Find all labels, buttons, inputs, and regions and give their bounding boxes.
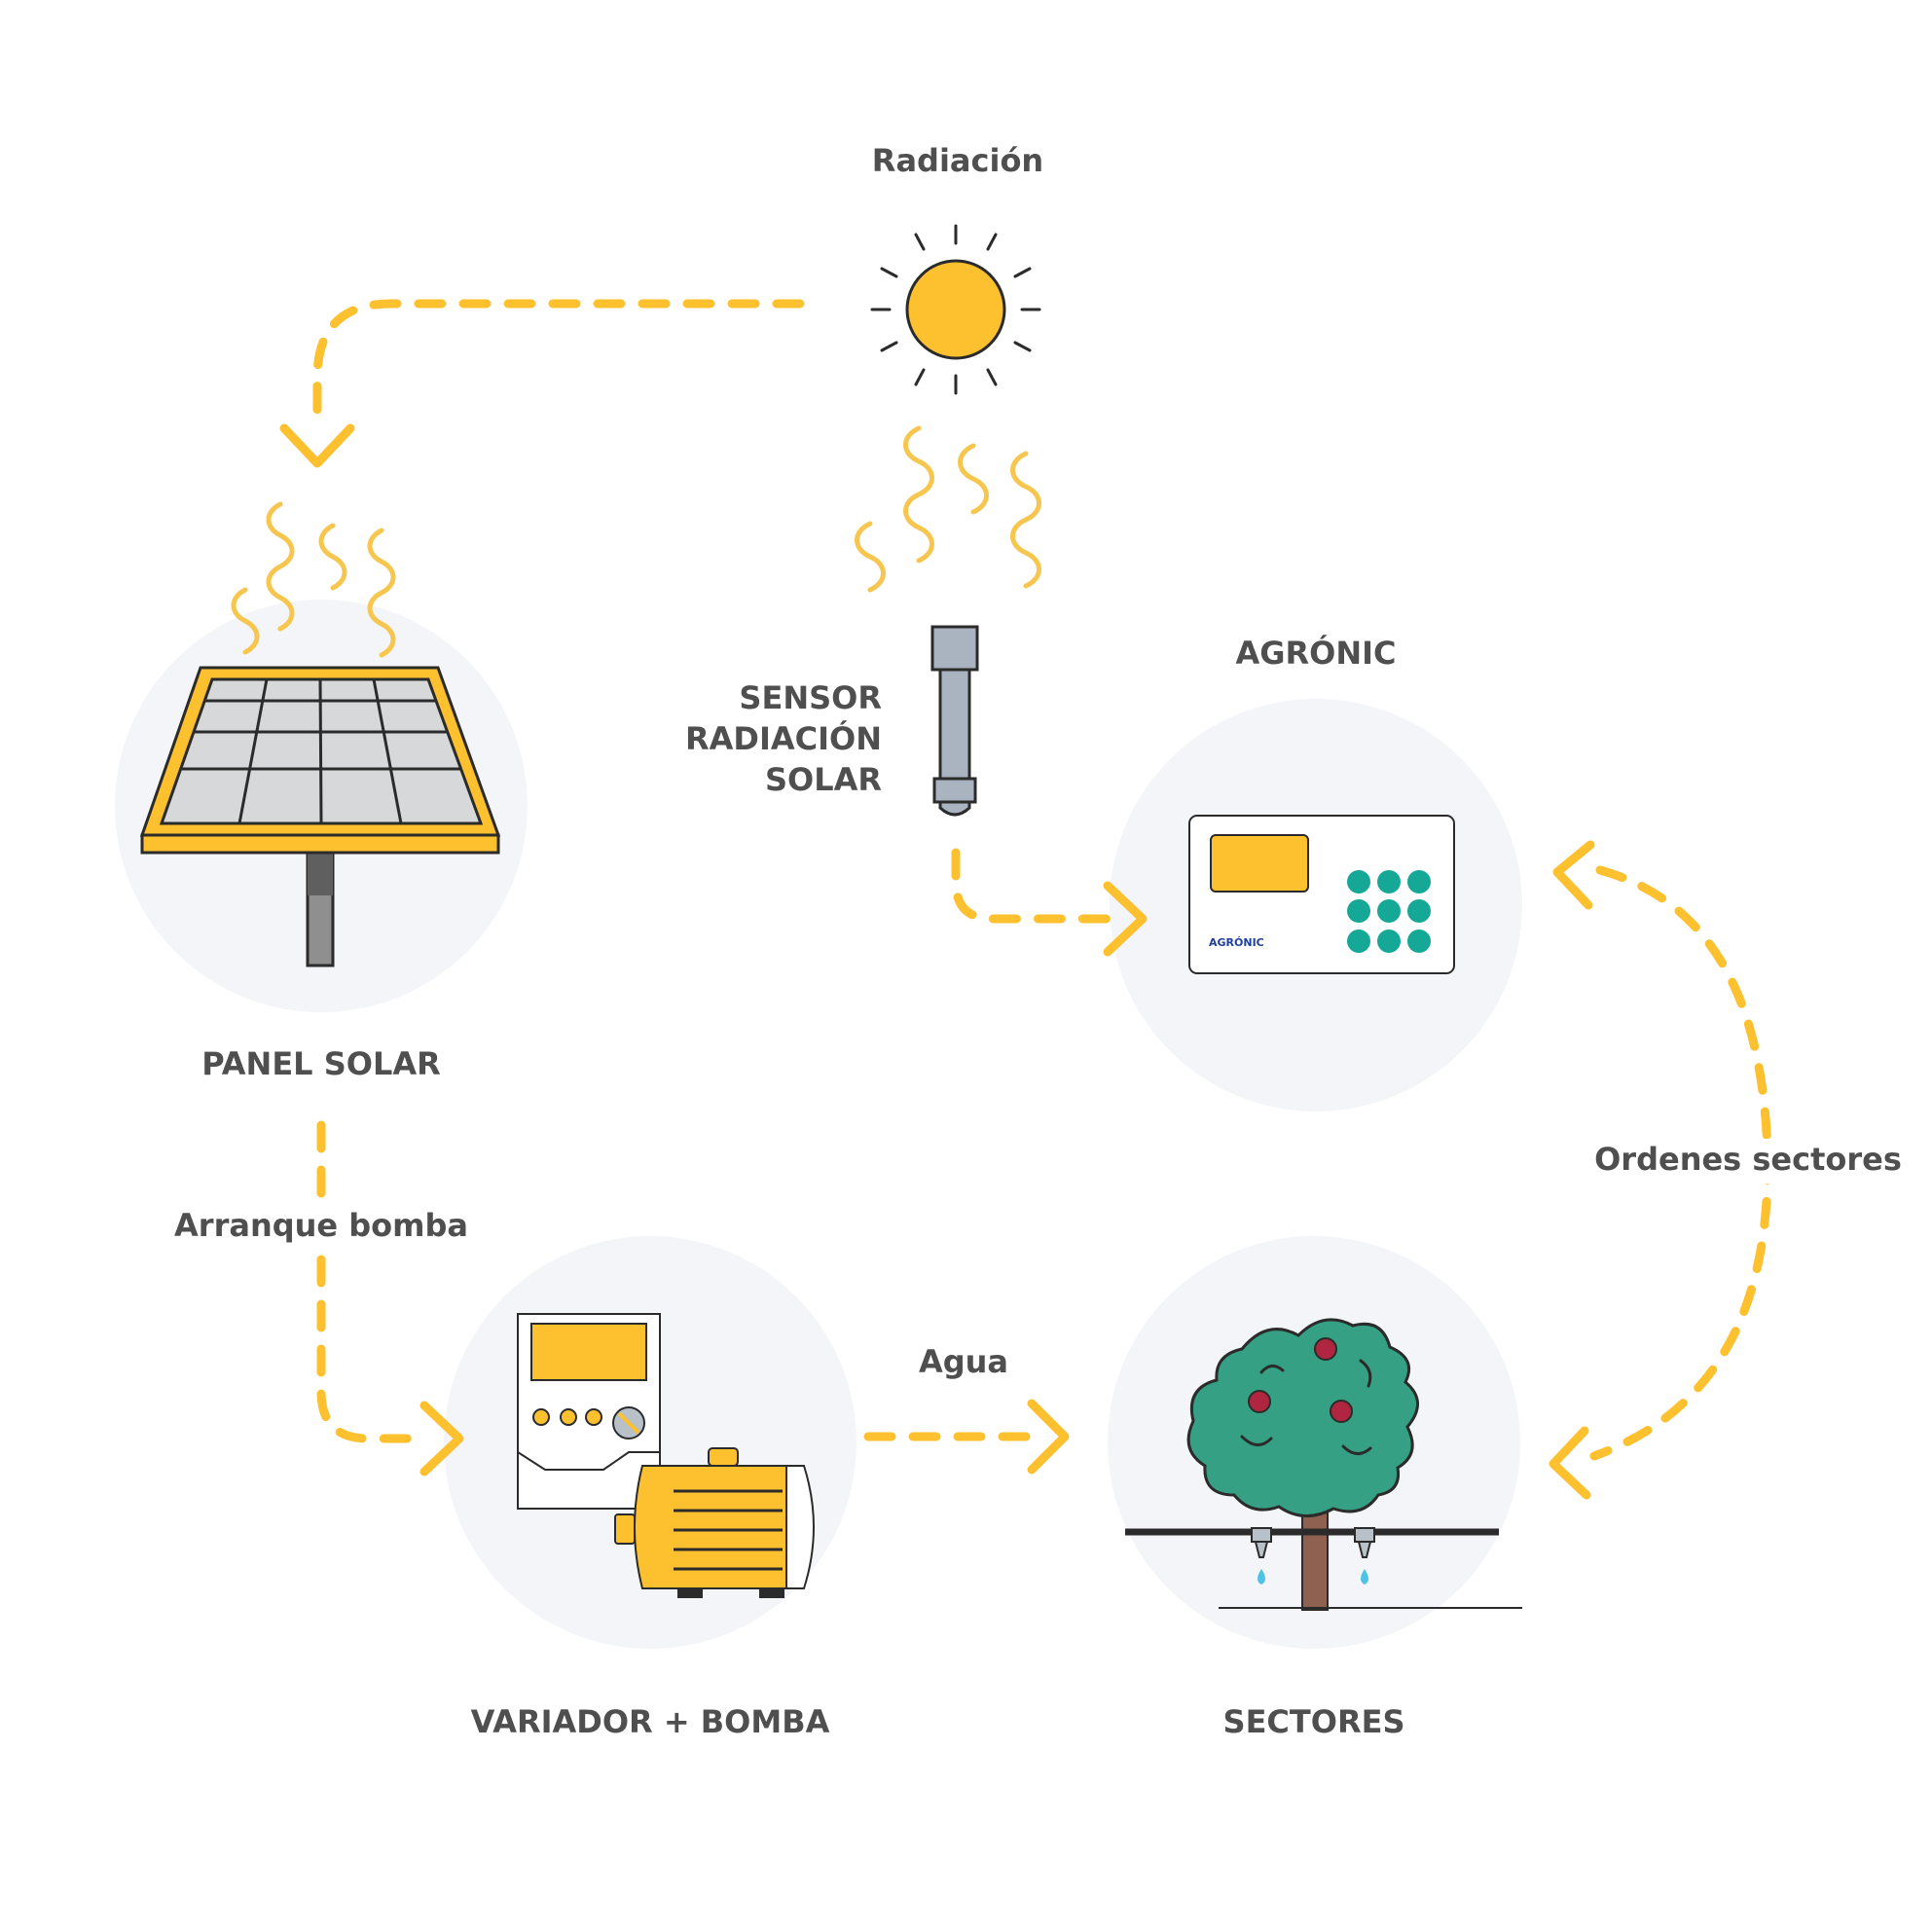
- arrow-pump-to-sectores: [863, 1399, 1070, 1475]
- ordenes-label-bg: [1592, 1139, 1904, 1184]
- arrow-sensor-to-agronic: [951, 848, 1148, 957]
- dripper-left: [1251, 1527, 1272, 1585]
- device-brand-text: AGRÓNIC: [1209, 936, 1264, 949]
- radiacion-label: Radiación: [872, 142, 1043, 179]
- agronic-controller-icon: AGRÓNIC: [1188, 815, 1455, 974]
- agronic-label: AGRÓNIC: [1235, 634, 1396, 672]
- variador-bomba-label: VARIADOR + BOMBA: [471, 1703, 830, 1740]
- arranque-label-bg: [167, 1201, 475, 1250]
- ordenes-sectores-label: Ordenes sectores: [1594, 1141, 1902, 1178]
- sensor-label-line1: SENSOR: [739, 679, 882, 716]
- radiation-sensor-icon: [930, 625, 979, 817]
- variator-pump-icon: [517, 1313, 815, 1598]
- dripper-right: [1354, 1527, 1375, 1585]
- sensor-label-line3: SOLAR: [765, 761, 882, 798]
- sun-icon: [870, 224, 1041, 395]
- sensor-label-line2: RADIACIÓN: [685, 719, 882, 757]
- sun-heat-waves: [855, 425, 1041, 593]
- sectores-label: SECTORES: [1223, 1703, 1405, 1740]
- arrow-sun-to-panel: [279, 299, 805, 468]
- solar-panel-icon: [139, 501, 501, 967]
- arrow-panel-to-pump: [316, 1120, 464, 1476]
- arranque-bomba-label: Arranque bomba: [174, 1207, 468, 1244]
- panel-solar-label: PANEL SOLAR: [201, 1045, 441, 1082]
- agua-label: Agua: [919, 1343, 1008, 1380]
- irrigated-tree-icon: [1125, 1318, 1522, 1611]
